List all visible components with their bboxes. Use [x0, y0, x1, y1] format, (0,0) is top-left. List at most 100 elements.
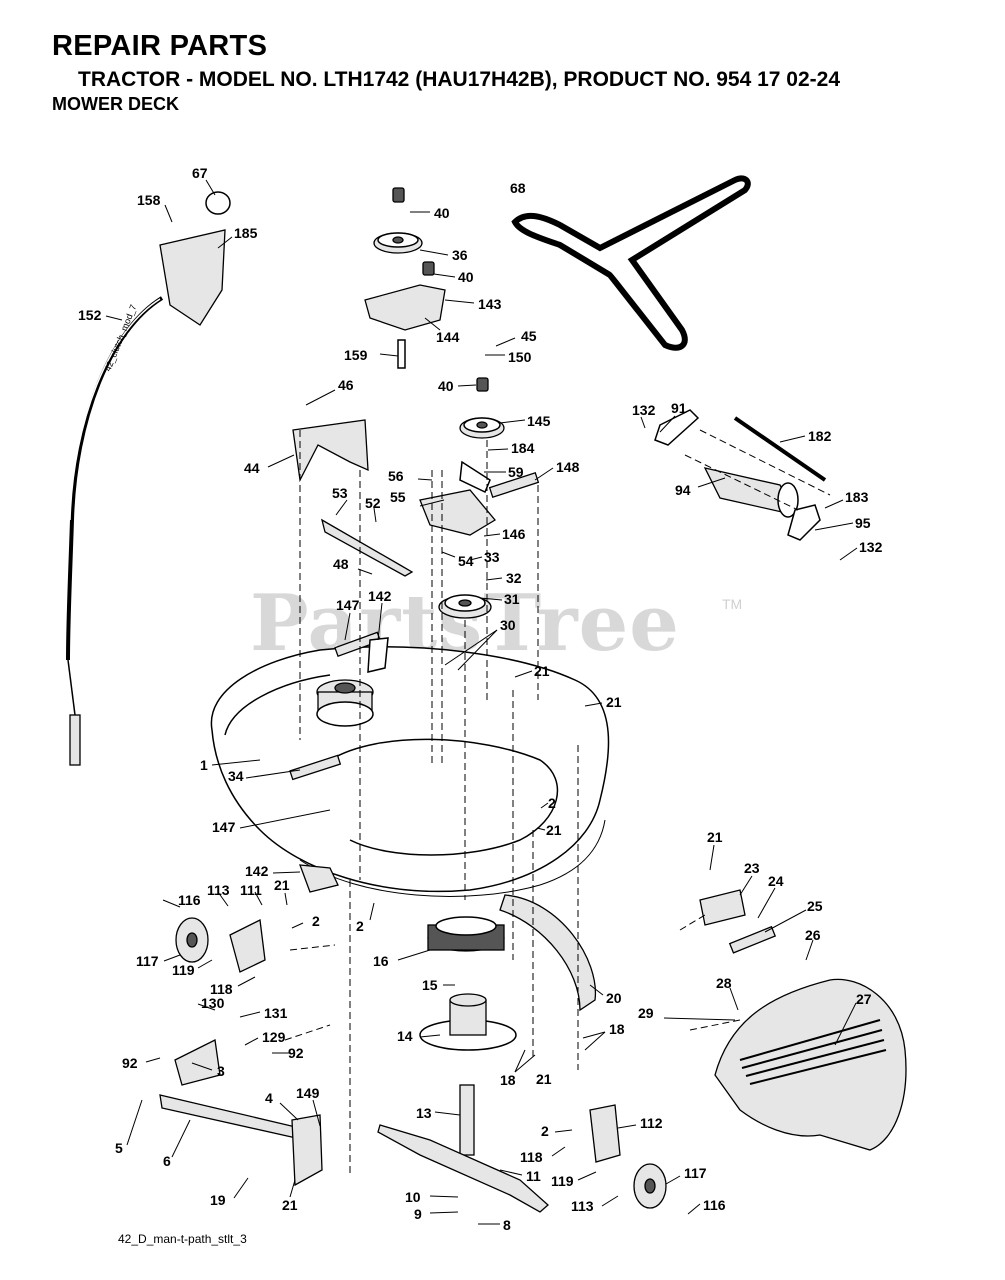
bracket-part-95 — [787, 504, 821, 541]
callout-118: 118 — [210, 981, 233, 997]
callout-142: 142 — [245, 863, 269, 879]
callout-21: 21 — [274, 877, 290, 893]
leader-lines — [105, 179, 858, 1225]
callout-15: 15 — [422, 977, 438, 993]
model-subtitle: TRACTOR - MODEL NO. LTH1742 (HAU17H42B),… — [78, 68, 841, 91]
idler-arm-part-55 — [419, 489, 496, 536]
callout-152: 152 — [78, 307, 102, 323]
callout-9: 9 — [414, 1206, 422, 1222]
spindle-part-14 — [419, 993, 517, 1051]
callout-147: 147 — [212, 819, 236, 835]
idler-pulley-part-36 — [373, 232, 423, 254]
callout-119: 119 — [172, 962, 195, 978]
callout-27: 27 — [856, 991, 872, 1007]
callout-92: 92 — [288, 1045, 304, 1061]
callout-143: 143 — [478, 296, 502, 312]
nut-part-40-mid — [422, 261, 435, 276]
support-arm-part-20 — [499, 894, 597, 1012]
callout-45: 45 — [521, 328, 537, 344]
callout-117: 117 — [136, 953, 159, 969]
callout-55: 55 — [390, 489, 406, 505]
callout-149: 149 — [296, 1085, 320, 1101]
callout-130: 130 — [201, 995, 225, 1011]
idler-pulley-part-145 — [459, 417, 505, 439]
callout-117: 117 — [684, 1165, 707, 1181]
bracket-part-59 — [459, 460, 491, 494]
watermark-tm: TM — [722, 596, 743, 612]
bracket-part-3 — [174, 1039, 221, 1086]
drawing-code: 42_D_man-t-path_stlt_3 — [118, 1232, 247, 1246]
bracket-part-23 — [699, 889, 746, 926]
callout-67: 67 — [192, 165, 208, 181]
callout-113: 113 — [207, 882, 230, 898]
page-title: REPAIR PARTS — [52, 30, 268, 62]
callout-95: 95 — [855, 515, 871, 531]
callout-119: 119 — [551, 1173, 574, 1189]
belt-guard-part-44 — [292, 419, 369, 483]
arm-part-53 — [320, 518, 414, 577]
callout-129: 129 — [262, 1029, 286, 1045]
callout-25: 25 — [807, 898, 823, 914]
callout-23: 23 — [744, 860, 760, 876]
callout-2: 2 — [356, 918, 364, 934]
engine-pulley-part-31 — [438, 594, 492, 619]
callout-118: 118 — [520, 1149, 543, 1165]
spring-part-24 — [728, 925, 777, 954]
callout-131: 131 — [264, 1005, 288, 1021]
bolt-part-159 — [397, 339, 406, 369]
callout-21: 21 — [546, 822, 562, 838]
callout-182: 182 — [808, 428, 832, 444]
callout-29: 29 — [638, 1005, 654, 1021]
callout-150: 150 — [508, 349, 532, 365]
callout-16: 16 — [373, 953, 389, 969]
callout-158: 158 — [137, 192, 161, 208]
gauge-wheel-part-117-left — [175, 917, 209, 963]
bracket-part-91 — [654, 409, 700, 446]
callout-142: 142 — [368, 588, 392, 604]
bracket-part-142-upper — [367, 637, 389, 673]
callout-19: 19 — [210, 1192, 226, 1208]
callout-148: 148 — [556, 459, 580, 475]
callout-21: 21 — [536, 1071, 552, 1087]
callout-14: 14 — [397, 1028, 413, 1044]
callout-20: 20 — [606, 990, 622, 1006]
callout-145: 145 — [527, 413, 551, 429]
callout-2: 2 — [548, 795, 556, 811]
callout-21: 21 — [606, 694, 622, 710]
roller-part-94 — [703, 467, 799, 518]
clutch-cable-part-152 — [66, 296, 164, 661]
callout-4: 4 — [265, 1090, 273, 1106]
clutch-bracket-part-185 — [159, 229, 226, 326]
callout-32: 32 — [506, 570, 522, 586]
callout-10: 10 — [405, 1189, 421, 1205]
callout-3: 3 — [217, 1063, 225, 1079]
gauge-wheel-part-117-right — [633, 1163, 667, 1209]
callout-92: 92 — [122, 1055, 138, 1071]
callout-147: 147 — [336, 597, 360, 613]
callout-18: 18 — [609, 1021, 625, 1037]
callout-33: 33 — [484, 549, 500, 565]
callout-68: 68 — [510, 180, 526, 196]
callout-36: 36 — [452, 247, 468, 263]
callout-116: 116 — [178, 892, 201, 908]
callout-2: 2 — [541, 1123, 549, 1139]
callout-26: 26 — [805, 927, 821, 943]
callout-94: 94 — [675, 482, 691, 498]
callout-2: 2 — [312, 913, 320, 929]
callout-labels: 6715818515240364014314415968451504014518… — [78, 165, 883, 1233]
callout-112: 112 — [640, 1115, 663, 1131]
callout-56: 56 — [388, 468, 404, 484]
spring-part-147-lower — [289, 754, 342, 781]
spindle-shaft-part-13 — [459, 1084, 475, 1156]
callout-40: 40 — [458, 269, 474, 285]
callout-53: 53 — [332, 485, 348, 501]
cable-spring — [69, 714, 81, 766]
shaft-part-182 — [733, 416, 827, 482]
callout-46: 46 — [338, 377, 354, 393]
deck-bearing-part-16 — [427, 916, 505, 952]
callout-1: 1 — [200, 757, 208, 773]
callout-184: 184 — [511, 440, 535, 456]
callout-54: 54 — [458, 553, 474, 569]
mower-deck-part-1 — [210, 646, 610, 897]
